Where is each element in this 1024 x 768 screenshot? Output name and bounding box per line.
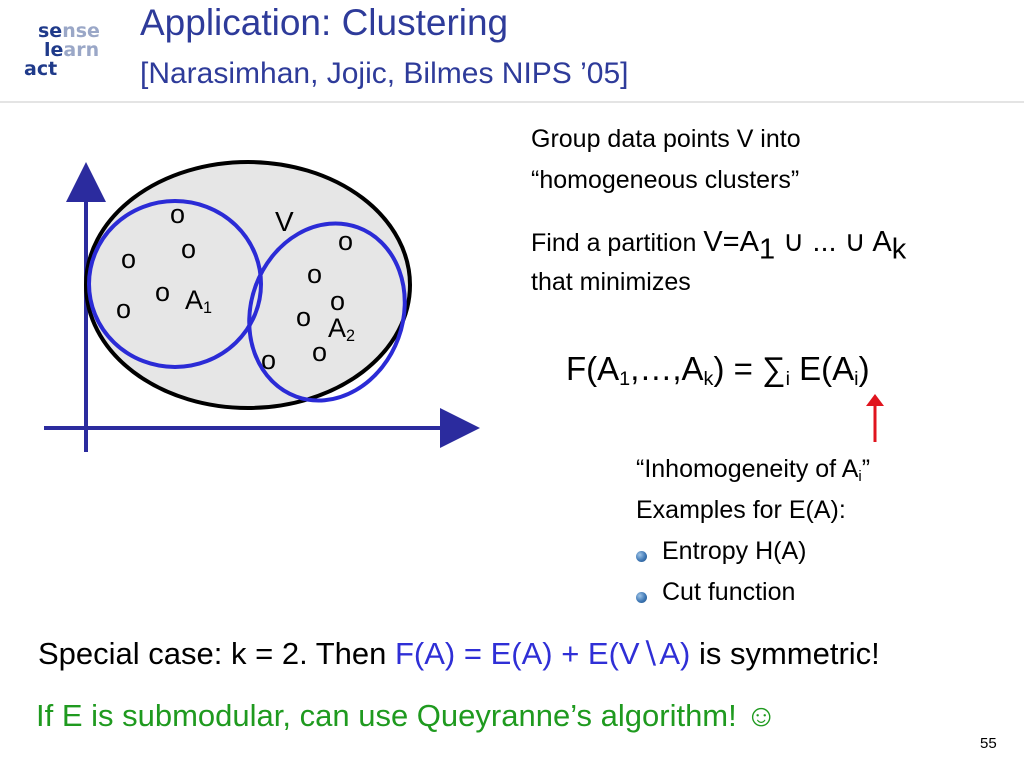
formula-eq: ) = ∑ (713, 350, 786, 387)
partition-sub-k: k (891, 233, 907, 266)
logo-line2-a: le (44, 39, 64, 61)
data-point: o (312, 337, 327, 367)
slide-title: Application: Clustering (140, 2, 509, 43)
formula-e: E(A (789, 350, 855, 387)
formula-sub-k: k (703, 367, 714, 390)
minimizes-line: that minimizes (531, 268, 691, 296)
special-case-formula: F(A) = E(A) + E(V∖A) (395, 636, 691, 671)
red-arrow-icon (866, 394, 884, 442)
partition-union: ∪ ... ∪ A (775, 226, 892, 258)
set-v-label: V (275, 206, 294, 237)
bullet-item-cut-function: Cut function (662, 578, 796, 606)
data-point: o (181, 234, 196, 264)
logo: sense learn act (22, 10, 132, 90)
objective-formula: F(A1,…,Ak) = ∑i E(Ai) (566, 350, 870, 390)
cluster-a1-ellipse (87, 199, 263, 369)
special-case-line: Special case: k = 2. Then F(A) = E(A) + … (38, 636, 880, 672)
inhomogeneity-line: “Inhomogeneity of Ai” (636, 455, 870, 484)
data-point: o (155, 277, 170, 307)
partition-sub-1: 1 (758, 233, 776, 266)
bullet-item-entropy: Entropy H(A) (662, 537, 807, 565)
page-number: 55 (980, 735, 997, 752)
data-point: o (116, 294, 131, 324)
clustering-diagram: o o o o o o o o o o o (44, 160, 480, 452)
cluster-a2-label: A2 (328, 313, 355, 344)
slide-citation: [Narasimhan, Jojic, Bilmes NIPS ’05] (140, 57, 629, 90)
data-point: o (330, 286, 345, 316)
data-point: o (307, 259, 322, 289)
formula-f: F(A (566, 350, 620, 387)
cluster-a1-label: A1 (185, 285, 212, 316)
cluster-a2-ellipse (247, 221, 407, 403)
examples-heading: Examples for E(A): (636, 496, 846, 524)
cluster-a1-subscript: 1 (203, 299, 213, 318)
logo-line2-b: arn (63, 39, 100, 61)
data-point: o (121, 244, 136, 274)
data-point: o (338, 226, 353, 256)
title-divider (0, 101, 1024, 103)
description-line-2: “homogeneous clusters” (531, 166, 800, 194)
formula-close: ) (858, 350, 870, 387)
cluster-a1-letter: A (185, 285, 204, 315)
cluster-a2-subscript: 2 (346, 327, 356, 346)
data-point: o (170, 199, 185, 229)
partition-v: V=A (703, 226, 759, 258)
logo-line3: act (24, 58, 58, 80)
data-point: o (261, 345, 276, 375)
set-v-ellipse (84, 160, 412, 410)
partition-line: Find a partition V=A1 ∪ ... ∪ Ak (531, 224, 906, 264)
inhomogeneity-text: “Inhomogeneity of A (636, 455, 859, 483)
special-case-end: is symmetric! (690, 636, 880, 671)
cluster-a2-letter: A (328, 313, 347, 343)
partition-text: Find a partition (531, 229, 704, 257)
bullet-icon (636, 551, 647, 562)
formula-sub-1: 1 (619, 367, 631, 390)
inhomogeneity-sub: i (858, 467, 862, 485)
queyranne-line: If E is submodular, can use Queyranne’s … (36, 698, 778, 733)
formula-mid: ,…,A (630, 350, 704, 387)
formula-sub-i2: i (854, 367, 859, 390)
data-point: o (296, 302, 311, 332)
inhomogeneity-close: ” (861, 455, 871, 483)
logo-line1-b: nse (62, 20, 100, 42)
logo-line1-a: se (38, 20, 63, 42)
formula-sub-i: i (785, 367, 790, 390)
special-case-text: Special case: k = 2. Then (38, 636, 395, 671)
bullet-icon (636, 592, 647, 603)
description-line-1: Group data points V into (531, 125, 801, 153)
